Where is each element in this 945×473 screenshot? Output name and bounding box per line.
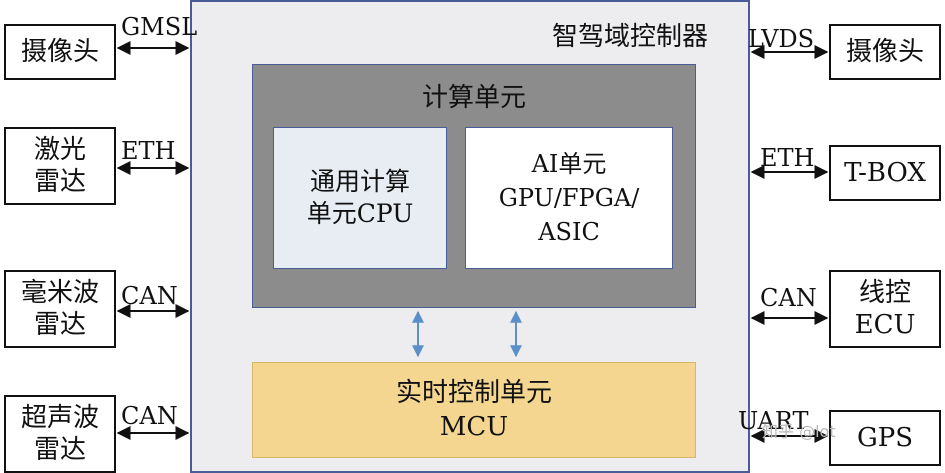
domain-controller-title: 智驾域控制器 [551, 22, 708, 52]
ai-unit: AI单元 GPU/FPGA/ ASIC [465, 127, 673, 269]
right-device-drive-by-wire-ecu: 线控 ECU [829, 270, 941, 348]
right-device-camera-line1: 摄像头 [845, 37, 924, 67]
left-device-mmwave-line1: 毫米波 [20, 278, 99, 308]
right-device-camera: 摄像头 [829, 24, 941, 80]
left-device-camera: 摄像头 [4, 24, 116, 80]
left-device-mmwave-radar: 毫米波 雷达 [4, 270, 116, 348]
left-device-lidar-line1: 激光 [33, 135, 86, 165]
left-device-ultrasonic-radar: 超声波 雷达 [4, 395, 116, 473]
cpu-label-line1: 通用计算 [309, 167, 410, 196]
right-device-ecu-line2: ECU [854, 310, 916, 340]
right-device-gps-line1: GPS [856, 423, 914, 453]
compute-unit-title: 计算单元 [421, 83, 526, 113]
left-device-mmwave-line2: 雷达 [33, 310, 86, 340]
domain-controller: 智驾域控制器 计算单元 通用计算 单元CPU AI单元 GPU/FPGA/ AS… [190, 0, 750, 473]
right-device-ecu-line1: 线控 [858, 278, 911, 308]
right-interface-can: CAN [760, 284, 817, 312]
left-interface-can-2: CAN [121, 402, 178, 430]
left-device-lidar-line2: 雷达 [33, 167, 86, 197]
left-device-lidar: 激光 雷达 [4, 127, 116, 205]
left-interface-eth: ETH [121, 137, 176, 165]
mcu-label-line1: 实时控制单元 [395, 378, 552, 408]
cpu-label-line2: 单元CPU [306, 199, 414, 228]
left-device-ultrasonic-line1: 超声波 [20, 403, 99, 433]
cpu-unit: 通用计算 单元CPU [273, 127, 447, 269]
mcu-unit: 实时控制单元 MCU [252, 362, 696, 458]
watermark-text: 知乎 @lot [762, 422, 836, 441]
left-device-camera-line1: 摄像头 [20, 37, 99, 67]
left-device-ultrasonic-line2: 雷达 [33, 435, 86, 465]
right-device-tbox-line1: T-BOX [844, 158, 926, 188]
ai-label-line2: GPU/FPGA/ [498, 184, 640, 212]
ai-label-line3: ASIC [538, 218, 600, 246]
right-device-gps: GPS [829, 410, 941, 466]
compute-unit: 计算单元 通用计算 单元CPU AI单元 GPU/FPGA/ ASIC [252, 64, 696, 308]
right-device-tbox: T-BOX [829, 145, 941, 201]
left-interface-gmsl: GMSL [121, 13, 198, 41]
mcu-label-line2: MCU [439, 412, 509, 442]
ai-label-line1: AI单元 [531, 150, 607, 178]
